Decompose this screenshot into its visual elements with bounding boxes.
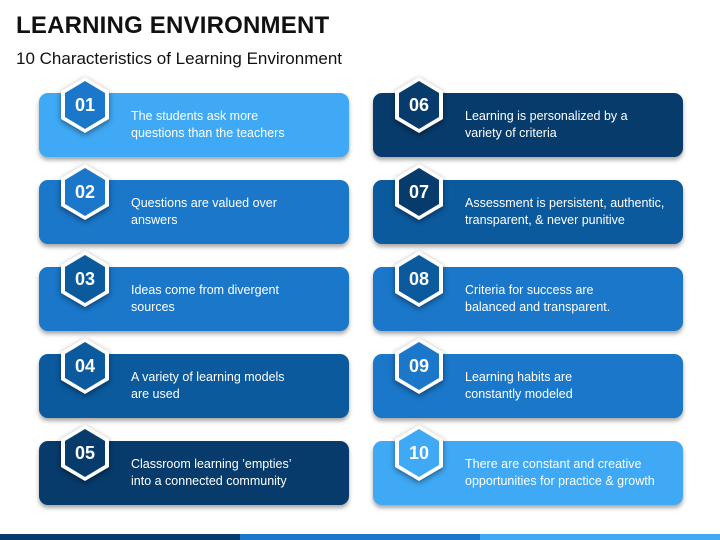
hexagon-badge-01: 01 [60,76,110,134]
bottom-accent-bar [0,534,720,540]
badge-number: 10 [408,443,430,463]
badge-number: 04 [74,356,96,376]
badge-number: 07 [408,182,430,202]
hexagon-badge-09: 09 [394,337,444,395]
hexagon-badge-02: 02 [60,163,110,221]
badge-number: 05 [74,443,96,463]
badge-number: 01 [74,95,96,115]
hexagon-badge-05: 05 [60,424,110,482]
hexagon-badge-04: 04 [60,337,110,395]
hexagon-badge-03: 03 [60,250,110,308]
page-subtitle: 10 Characteristics of Learning Environme… [16,49,342,68]
badge-number: 02 [74,182,96,202]
badge-number: 06 [408,95,430,115]
hexagon-badge-08: 08 [394,250,444,308]
badge-number: 03 [74,269,96,289]
badge-number: 09 [408,356,430,376]
badge-number: 08 [408,269,430,289]
hexagon-badge-07: 07 [394,163,444,221]
card-text: Classroom learning ’empties’into a conne… [131,457,292,488]
hexagon-badge-10: 10 [394,424,444,482]
page-title: LEARNING ENVIRONMENT [16,12,330,39]
hexagon-badge-06: 06 [394,76,444,134]
card-text: Assessment is persistent, authentic,tran… [465,196,665,227]
